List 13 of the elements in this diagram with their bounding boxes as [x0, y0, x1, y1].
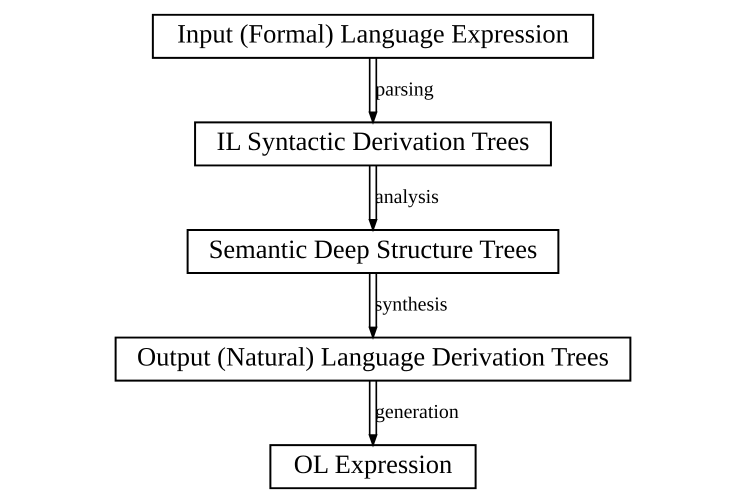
edge-label: parsing	[374, 78, 434, 100]
node-box: Input (Formal) Language Expression	[151, 14, 594, 59]
node-box: Semantic Deep Structure Trees	[186, 229, 559, 274]
edge-label: synthesis	[374, 293, 447, 316]
arrow	[368, 166, 378, 232]
edge-label: analysis	[374, 186, 438, 208]
node-box: OL Expression	[268, 444, 476, 490]
arrow	[368, 273, 378, 340]
arrow	[368, 58, 378, 125]
arrow	[368, 380, 378, 448]
edge-label: generation	[374, 401, 458, 424]
node-box: Output (Natural) Language Derivation Trees	[114, 336, 631, 382]
node-box: IL Syntactic Derivation Trees	[194, 121, 552, 166]
